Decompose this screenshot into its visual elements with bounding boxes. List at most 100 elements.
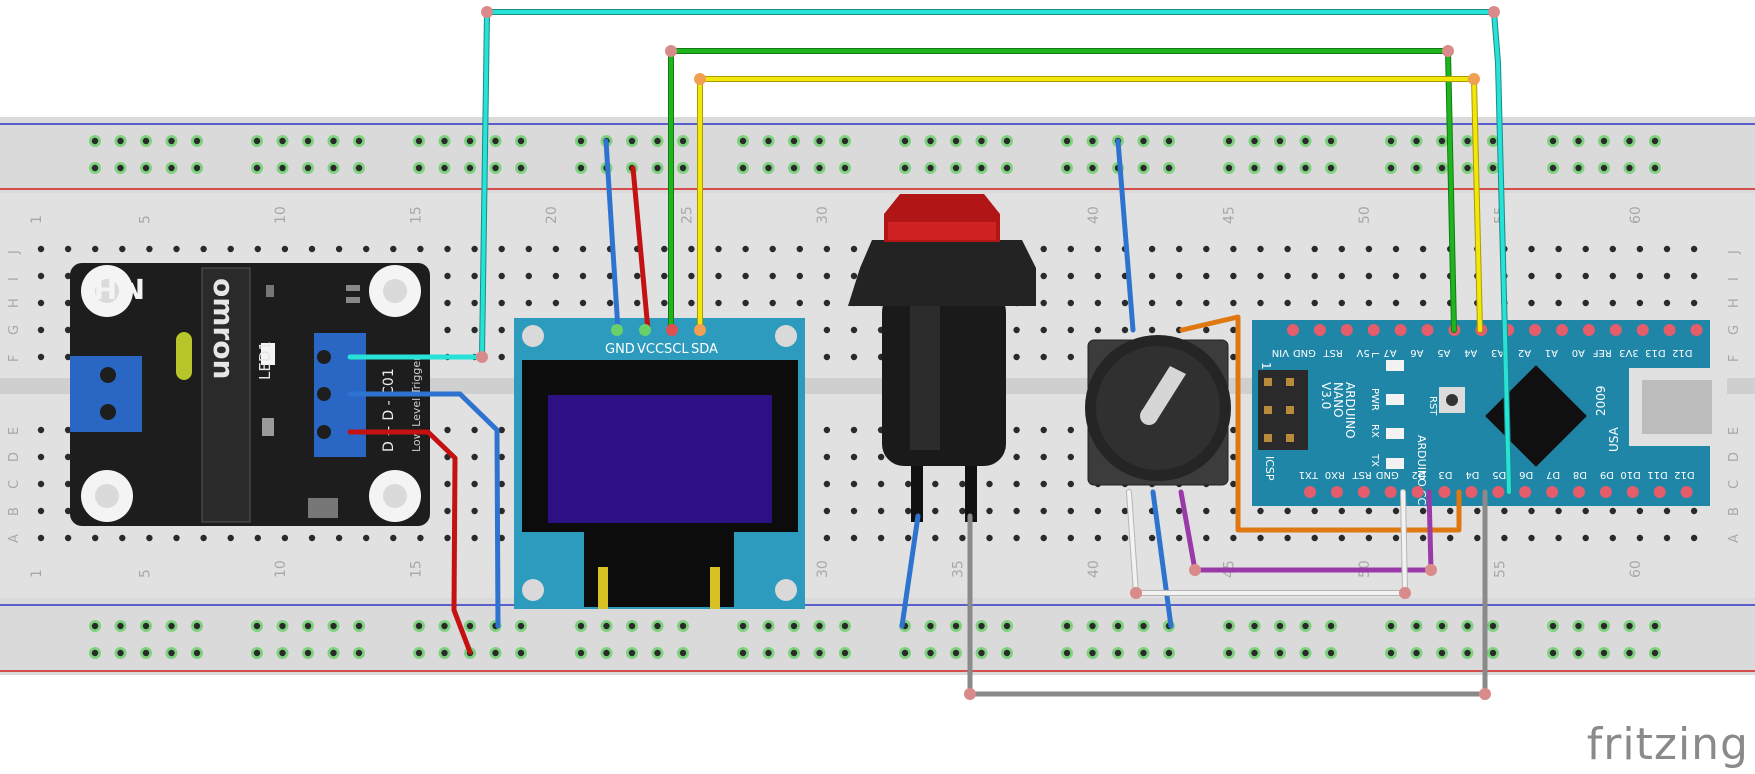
row-letter: F bbox=[1727, 355, 1742, 362]
arduino-top-pin bbox=[1690, 324, 1703, 336]
relay-component bbox=[201, 267, 251, 523]
arduino-bottom-pin bbox=[1653, 486, 1666, 498]
arduino-bottom-pin bbox=[1384, 486, 1397, 498]
arduino-bottom-pin bbox=[1465, 486, 1478, 498]
arduino-bottom-pin bbox=[1411, 486, 1424, 498]
arduino-bottom-pin-label: GND bbox=[1375, 469, 1398, 480]
arduino-bottom-pin-label: RST bbox=[1352, 469, 1372, 480]
arduino-top-pin bbox=[1313, 324, 1326, 336]
arduino-bottom-pin bbox=[1599, 486, 1612, 498]
arduino-top-pin-label: VIN bbox=[1272, 347, 1289, 358]
row-letter: A bbox=[1727, 534, 1742, 543]
arduino-bottom-pin-label: D2 bbox=[1412, 469, 1426, 480]
column-number: 30 bbox=[815, 560, 831, 578]
arduino-top-pin-label: D13 bbox=[1645, 347, 1665, 358]
wire-blue bbox=[347, 138, 1174, 629]
fritzing-logo: fritzing bbox=[1586, 719, 1749, 770]
wire-gray bbox=[967, 489, 1488, 697]
row-letter: H bbox=[7, 298, 22, 308]
arduino-bottom-pin-label: D6 bbox=[1519, 469, 1533, 480]
arduino-bottom-pin-label: RX0 bbox=[1325, 469, 1345, 480]
arduino-top-pin-label: 3V3 bbox=[1619, 347, 1639, 358]
arduino-top-pin bbox=[1421, 324, 1434, 336]
column-number: 1 bbox=[29, 215, 45, 224]
arduino-top-pin bbox=[1582, 324, 1595, 336]
row-letter: G bbox=[1727, 325, 1742, 335]
column-number: 45 bbox=[1221, 206, 1237, 224]
column-number: 60 bbox=[1628, 560, 1644, 578]
arduino-country: USA bbox=[1607, 426, 1621, 452]
row-letter: E bbox=[7, 427, 22, 435]
arduino-bottom-pin bbox=[1626, 486, 1639, 498]
oled-pin-gnd: GND bbox=[605, 342, 635, 357]
led bbox=[261, 343, 275, 365]
arduino-year: 2009 bbox=[1594, 385, 1608, 416]
arduino-bottom-pin bbox=[1573, 486, 1585, 498]
row-letter: G bbox=[7, 325, 22, 335]
arduino-top-pin-label: A0 bbox=[1572, 347, 1585, 358]
diode bbox=[308, 498, 338, 518]
column-number: 50 bbox=[1357, 206, 1373, 224]
arduino-top-pin-label: A1 bbox=[1545, 347, 1558, 358]
arduino-bottom-pin-label: D12 bbox=[1674, 469, 1694, 480]
wire-purple bbox=[1178, 489, 1434, 573]
wire-endpoints bbox=[476, 6, 1500, 700]
arduino-nano: ARDUINO NANO V3.0 ARDUINO.CC 2009 USA 1 … bbox=[1252, 320, 1727, 506]
arduino-bottom-pin-label: D7 bbox=[1546, 469, 1560, 480]
column-number: 30 bbox=[815, 206, 831, 224]
column-number: 35 bbox=[950, 560, 966, 578]
column-number: 40 bbox=[1086, 206, 1102, 224]
arduino-bottom-pin bbox=[1357, 486, 1370, 498]
arduino-bottom-pin bbox=[1304, 486, 1316, 498]
row-letter: D bbox=[7, 452, 22, 462]
column-number: 10 bbox=[273, 206, 289, 224]
relay-trigger-label: Low Level Trigger bbox=[410, 356, 423, 452]
column-number: 15 bbox=[408, 560, 424, 578]
arduino-bottom-pin bbox=[1519, 486, 1532, 498]
potentiometer bbox=[1085, 335, 1231, 486]
arduino-bottom-pin-label: D3 bbox=[1438, 469, 1452, 480]
column-number: 5 bbox=[137, 569, 153, 578]
arduino-bottom-pin-label: D9 bbox=[1600, 469, 1614, 480]
wire-red bbox=[347, 165, 651, 655]
arduino-top-pin-label: A6 bbox=[1410, 347, 1423, 358]
arduino-bottom-pin bbox=[1438, 486, 1451, 498]
arduino-bottom-pin-label: D4 bbox=[1465, 469, 1479, 480]
arduino-top-pin bbox=[1394, 324, 1407, 336]
wire-green bbox=[668, 48, 1457, 333]
arduino-top-pin-label: A7 bbox=[1383, 347, 1396, 358]
arduino-title-2: NANO bbox=[1331, 382, 1345, 418]
arduino-title-1: ARDUINO bbox=[1343, 382, 1357, 439]
row-letter: I bbox=[1727, 277, 1742, 281]
pot-knob-indicator bbox=[1141, 366, 1186, 420]
arduino-bottom-pin bbox=[1330, 486, 1343, 498]
relay-brand: omron bbox=[207, 278, 240, 379]
arduino-top-pin-label: A4 bbox=[1464, 347, 1477, 358]
arduino-bottom-pin bbox=[1546, 486, 1559, 498]
arduino-bottom-pin-label: D10 bbox=[1620, 469, 1640, 480]
arduino-icsp-label: ICSP bbox=[1263, 456, 1276, 481]
arduino-top-pin bbox=[1609, 324, 1622, 336]
oled-display: GND VCC SCL SDA bbox=[514, 318, 805, 609]
arduino-top-pin-label: 5V bbox=[1356, 347, 1369, 358]
column-number: 20 bbox=[544, 206, 560, 224]
row-letter: B bbox=[7, 507, 22, 516]
arduino-top-pin-label: GND bbox=[1293, 347, 1316, 358]
push-button bbox=[848, 194, 1036, 522]
relay-module: omron LED1 MH D + D - C01 Low Level Trig… bbox=[70, 263, 430, 526]
row-letter: I bbox=[7, 277, 22, 281]
row-letter: B bbox=[1727, 507, 1742, 516]
arduino-led-l: L bbox=[1369, 352, 1380, 358]
row-letter: E bbox=[1727, 427, 1742, 435]
row-letter: J bbox=[7, 250, 22, 255]
button-housing bbox=[848, 240, 1036, 306]
row-letter: C bbox=[1727, 480, 1742, 489]
relay-pin-labels: D + D - C01 bbox=[381, 368, 397, 452]
arduino-top-pin bbox=[1556, 324, 1568, 336]
arduino-top-pin-label: A5 bbox=[1437, 347, 1450, 358]
oled-pin-vcc: VCC bbox=[637, 342, 664, 357]
wire-yellow bbox=[697, 76, 1483, 333]
arduino-top-pin bbox=[1529, 324, 1542, 336]
oled-screen bbox=[548, 395, 772, 523]
